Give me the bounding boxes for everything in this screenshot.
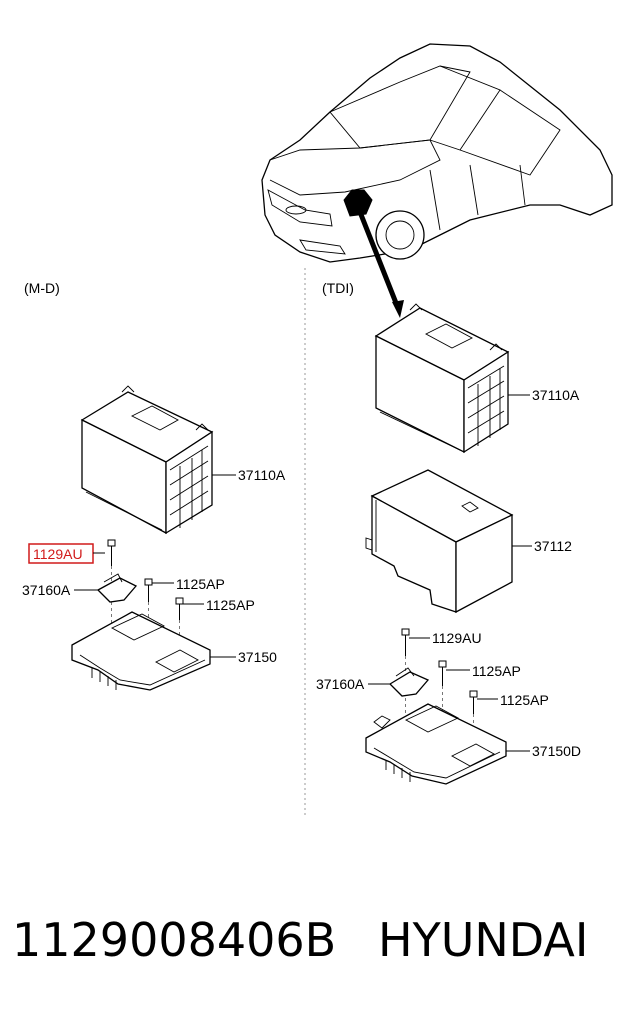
left-battery (80, 385, 214, 535)
label-right-bracket: 37160A (316, 676, 365, 692)
footer: 1129008406B HYUNDAI (0, 905, 620, 975)
label-left-bolt-b: 1125AP (206, 597, 255, 613)
label-right-tray: 37150D (532, 743, 581, 759)
bolt-icon (144, 578, 153, 602)
location-pointer-line (357, 211, 401, 309)
battery-location-marker (343, 189, 373, 217)
label-left-tray: 37150 (238, 649, 277, 665)
label-right-cover: 37112 (534, 538, 572, 554)
bolt-icon (401, 628, 410, 656)
label-left-battery: 37110A (238, 467, 286, 483)
right-tray (365, 703, 507, 785)
label-right-bolt-b: 1125AP (500, 692, 549, 708)
bolt-icon (175, 597, 184, 620)
variant-label-md: (M-D) (24, 280, 60, 296)
label-left-bolt-a: 1125AP (176, 576, 225, 592)
car-illustration (261, 43, 613, 318)
label-right-bolt: 1129AU (432, 630, 482, 646)
label-right-bolt-a: 1125AP (472, 663, 521, 679)
bolt-icon (469, 690, 478, 714)
label-left-bolt-highlight: 1129AU (33, 546, 83, 562)
bolt-icon (107, 539, 116, 566)
variant-label-tdi: (TDI) (322, 280, 354, 296)
right-battery (374, 303, 510, 454)
right-bracket (388, 667, 430, 697)
label-left-bracket: 37160A (22, 582, 71, 598)
right-cover (365, 469, 514, 614)
part-number: 1129008406B (12, 913, 337, 967)
left-tray (71, 611, 211, 691)
brand-name: HYUNDAI (378, 913, 589, 967)
label-right-battery: 37110A (532, 387, 580, 403)
left-bracket (96, 573, 138, 603)
bolt-icon (438, 660, 447, 686)
